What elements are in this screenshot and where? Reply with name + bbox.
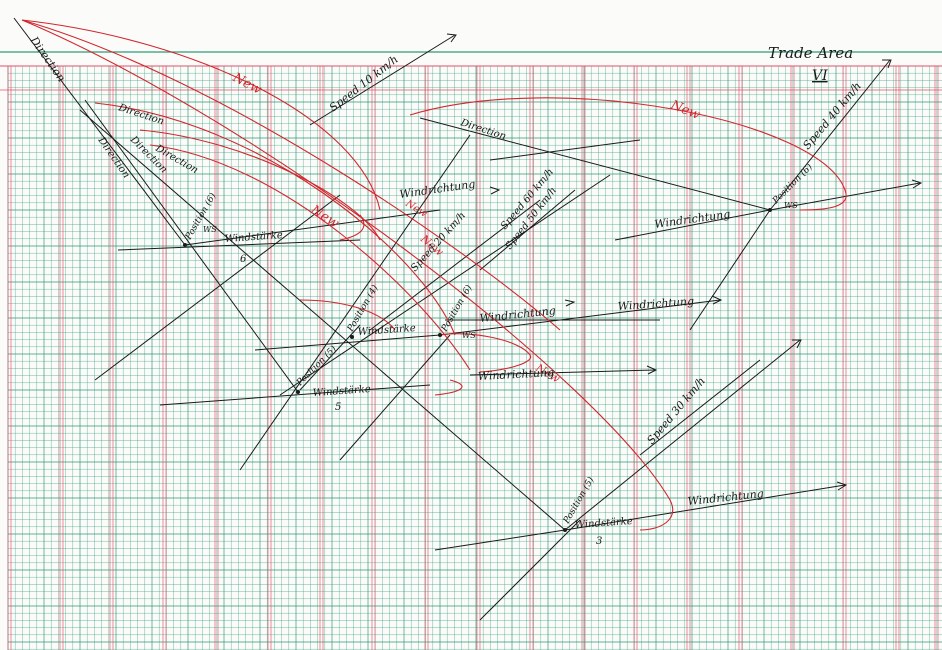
- windrichtung-label-3: Windrichtung: [617, 295, 694, 313]
- windstaerke-label-4: Windstärke: [574, 516, 633, 531]
- windrichtung-label-4: Windrichtung: [477, 366, 554, 383]
- black-ink-lines: [13, 17, 921, 621]
- number-3: 3: [596, 536, 602, 547]
- number-6: 6: [240, 254, 247, 265]
- windstaerke-label-2: Windstärke: [357, 323, 416, 338]
- windstaerke-label-3: Windstärke: [312, 384, 371, 399]
- number-5: 5: [335, 402, 341, 413]
- position-points: [183, 208, 772, 532]
- ws-label-3: WS: [203, 225, 217, 234]
- red-ink-curves: [21, 19, 847, 531]
- ws-label-2: WS: [784, 201, 798, 210]
- trade-area-title: Trade Area: [768, 44, 853, 62]
- ws-label-1: WS: [462, 331, 476, 340]
- trade-area-numeral: VI: [812, 68, 828, 84]
- windstaerke-label-1: Windstärke: [224, 230, 283, 245]
- arrow-heads: [446, 33, 923, 491]
- red-column-grid: [0, 66, 942, 650]
